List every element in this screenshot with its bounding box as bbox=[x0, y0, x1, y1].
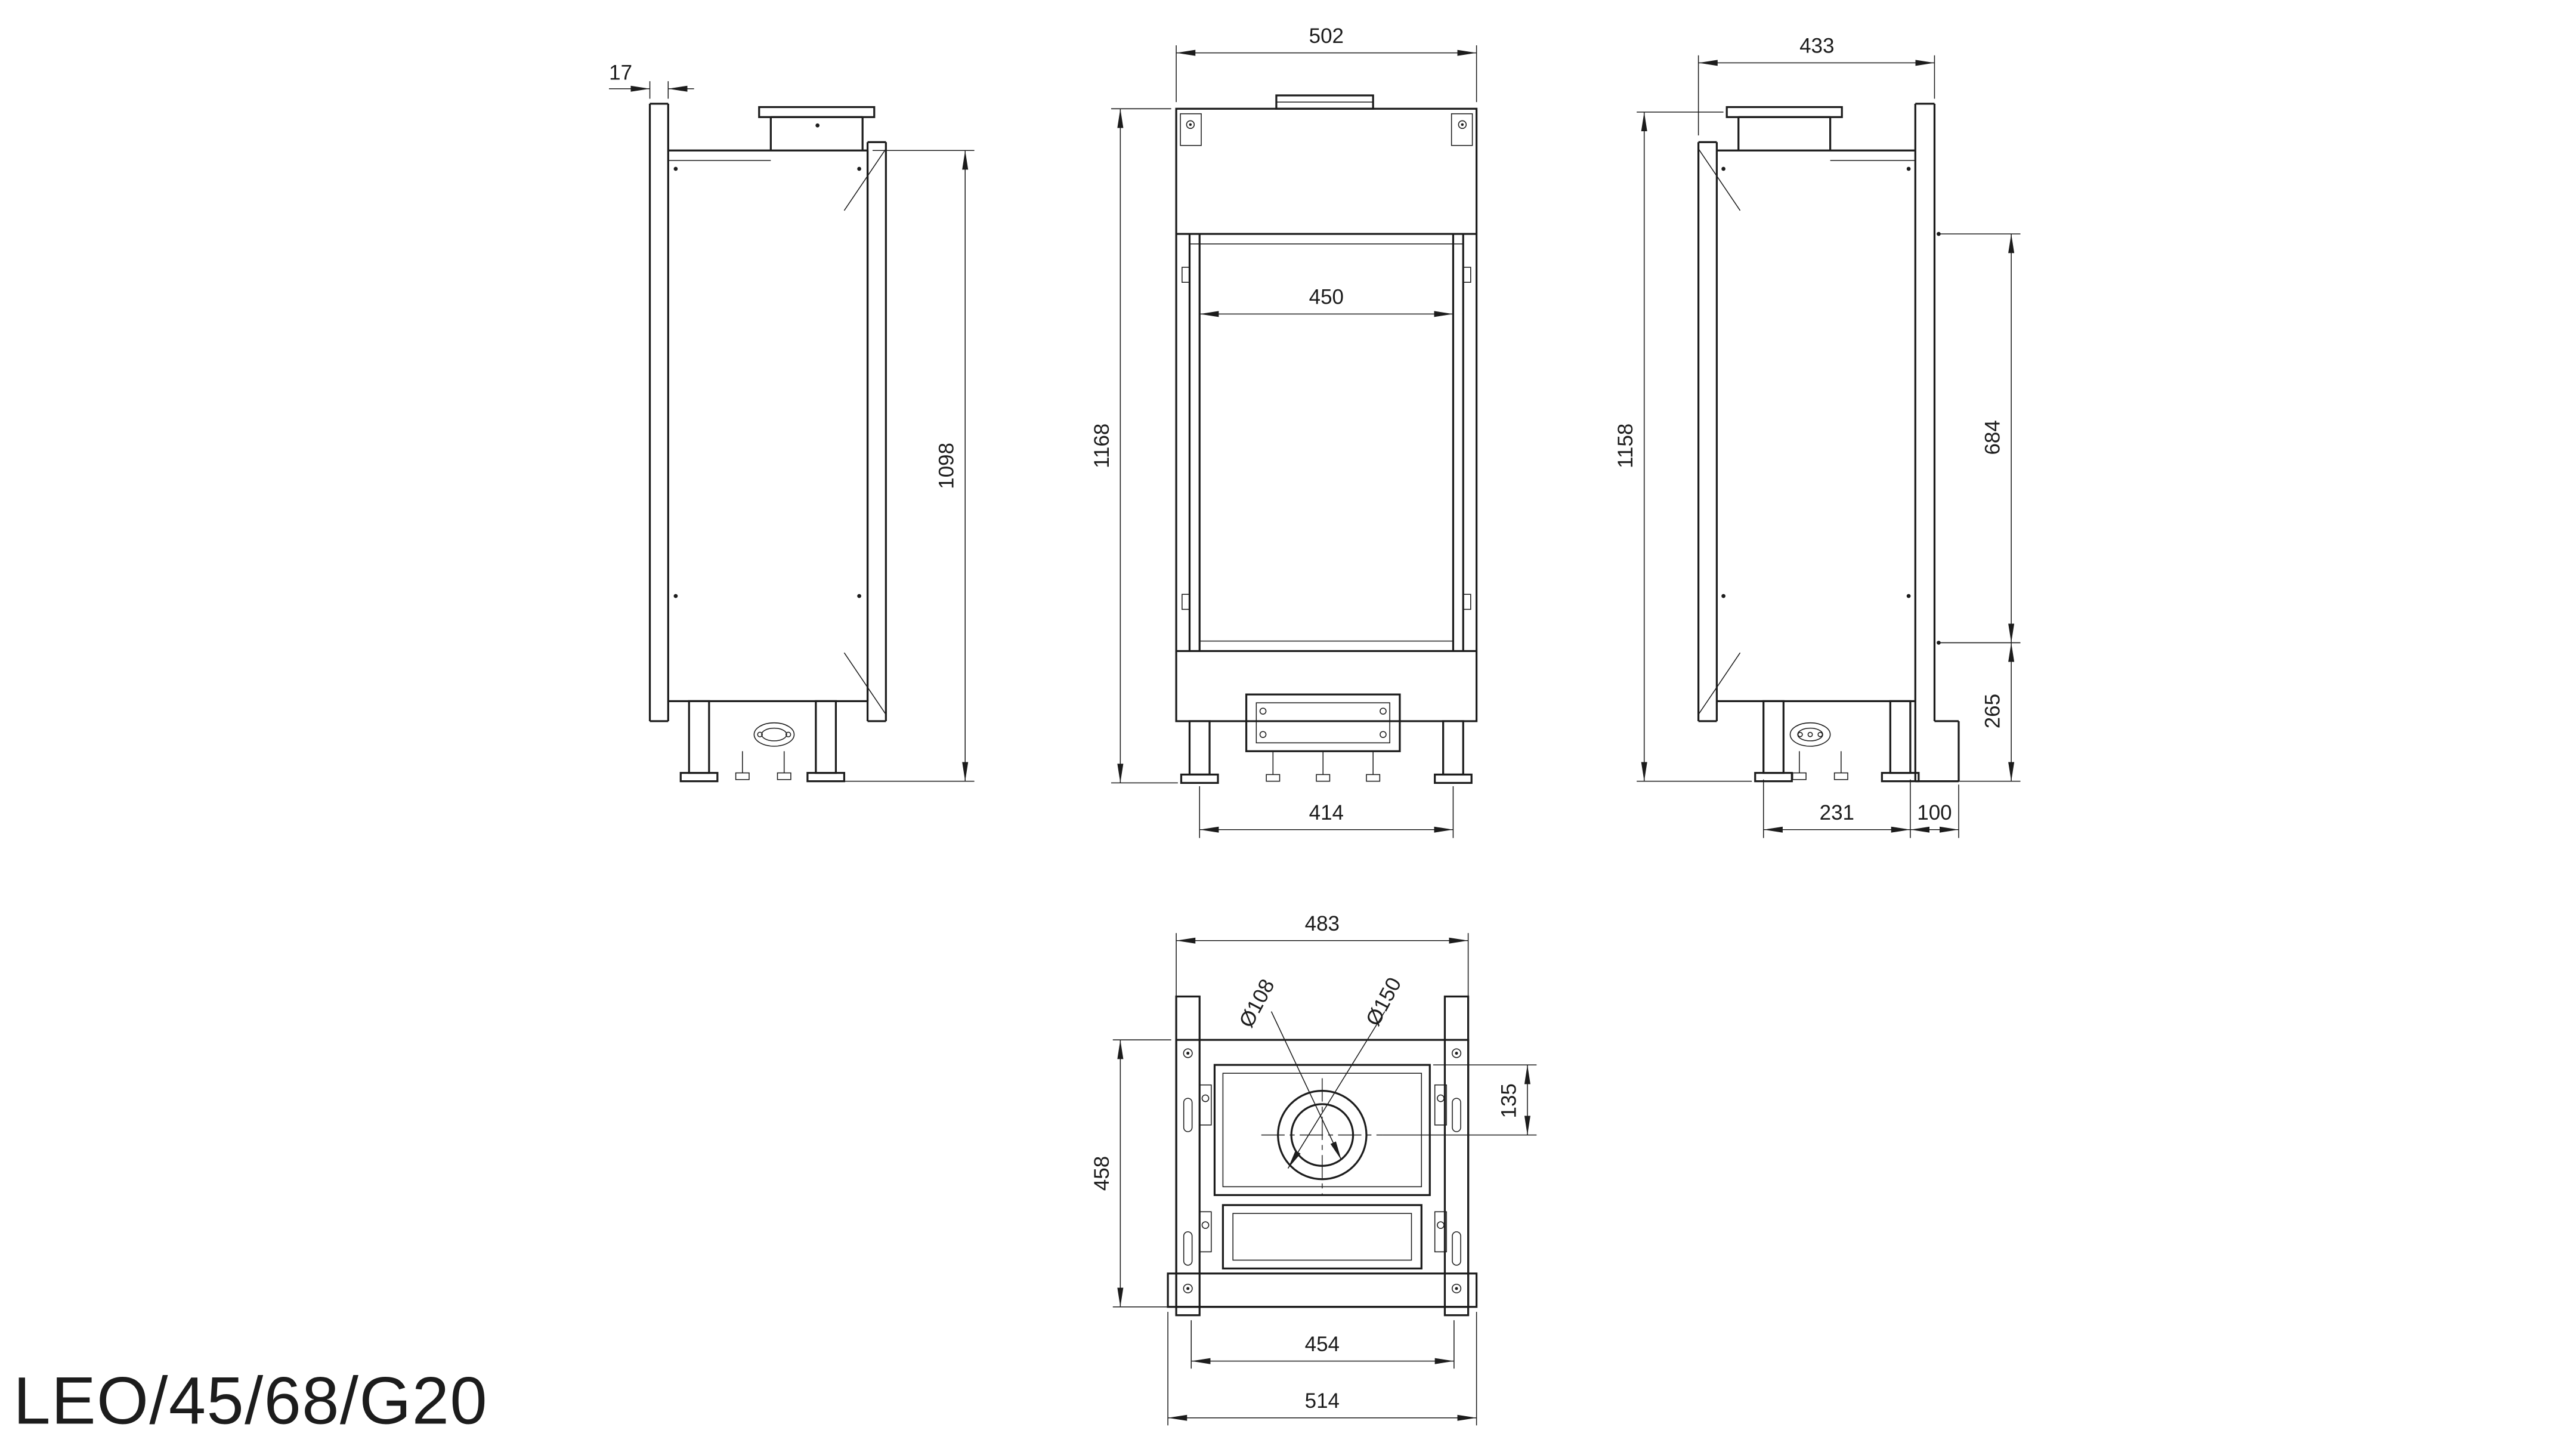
right-side-geometry bbox=[1697, 103, 1960, 783]
dim-text-1158: 1158 bbox=[1614, 424, 1637, 468]
dim-front-feet-span: 414 bbox=[1199, 786, 1454, 838]
front-view: 502 450 1168 414 bbox=[1090, 24, 1478, 838]
dim-text-414: 414 bbox=[1309, 801, 1344, 824]
dim-text-514: 514 bbox=[1305, 1389, 1340, 1413]
dim-text-flue-outer: Ø150 bbox=[1362, 974, 1406, 1030]
dim-right-height: 1158 bbox=[1614, 112, 1752, 782]
dim-front-width: 502 bbox=[1176, 24, 1477, 103]
dim-top-depth: 458 bbox=[1090, 1039, 1171, 1308]
dim-text-458: 458 bbox=[1090, 1156, 1114, 1191]
dim-text-1168: 1168 bbox=[1090, 424, 1114, 468]
dim-text-454: 454 bbox=[1305, 1333, 1340, 1356]
dim-text-483: 483 bbox=[1305, 912, 1340, 935]
dim-top-flue-offset: 135 bbox=[1383, 1064, 1537, 1136]
dim-text-684: 684 bbox=[1981, 420, 2005, 455]
dim-left-height: 1098 bbox=[840, 150, 975, 782]
right-side-view: 433 1158 684 265 231 100 bbox=[1614, 35, 2021, 838]
dim-text-450: 450 bbox=[1309, 286, 1344, 309]
dim-text-1098: 1098 bbox=[935, 443, 958, 489]
dim-text-100: 100 bbox=[1917, 801, 1952, 824]
dim-text-502: 502 bbox=[1309, 24, 1344, 48]
front-geometry bbox=[1175, 94, 1478, 784]
dim-text-17: 17 bbox=[609, 61, 632, 84]
left-side-view: 17 1098 bbox=[609, 61, 975, 783]
dim-right-rear-offset: 100 bbox=[1910, 784, 1959, 838]
dim-right-glass-height: 684 bbox=[1938, 233, 2021, 644]
dim-right-feet-depth: 231 bbox=[1762, 779, 1911, 838]
dim-front-height: 1168 bbox=[1090, 108, 1178, 784]
dim-text-231: 231 bbox=[1820, 801, 1854, 824]
dim-text-265: 265 bbox=[1981, 694, 2005, 728]
left-side-geometry bbox=[648, 103, 887, 783]
leader-flue-inner: Ø108 bbox=[1235, 975, 1342, 1160]
dim-top-inner-width: 454 bbox=[1190, 1320, 1455, 1369]
dim-right-depth: 433 bbox=[1697, 35, 1935, 136]
top-view: Ø108 Ø150 483 135 458 454 5 bbox=[1090, 912, 1537, 1426]
dim-left-flange: 17 bbox=[609, 61, 694, 99]
dim-text-flue-inner: Ø108 bbox=[1235, 975, 1279, 1031]
dim-text-433: 433 bbox=[1799, 35, 1834, 58]
top-geometry bbox=[1167, 995, 1478, 1317]
model-title: LEO/45/68/G20 bbox=[13, 1364, 488, 1438]
dim-top-overall-width: 514 bbox=[1167, 1312, 1477, 1426]
dim-text-135: 135 bbox=[1497, 1083, 1520, 1118]
leader-flue-outer: Ø150 bbox=[1287, 974, 1406, 1169]
dim-front-glass-width: 450 bbox=[1199, 286, 1454, 317]
dim-top-width: 483 bbox=[1176, 912, 1469, 1033]
dim-right-base-height: 265 bbox=[1920, 642, 2021, 782]
